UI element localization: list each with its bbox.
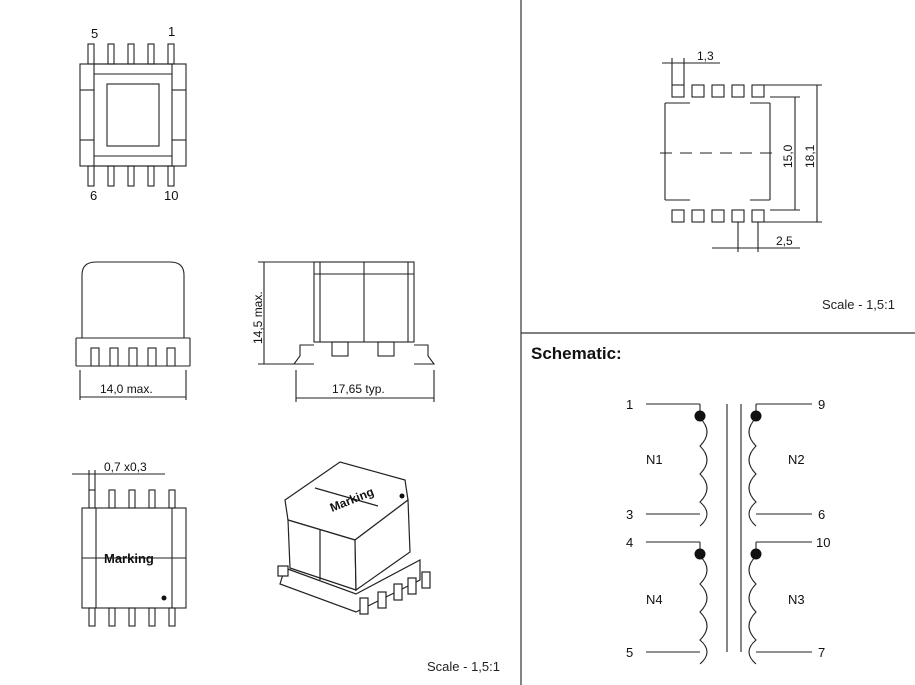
dim-pitch: 2,5	[776, 234, 793, 248]
dim-inner: 15,0	[781, 144, 795, 168]
schematic	[646, 403, 812, 665]
dim-height: 14,5 max.	[251, 291, 265, 344]
isometric-view	[277, 461, 431, 615]
pin-label-6: 6	[90, 188, 97, 203]
dot-n2	[750, 410, 762, 422]
pin-label-10: 10	[164, 188, 178, 203]
dot-n4	[694, 548, 706, 560]
footprint	[660, 58, 822, 252]
bottom-view	[72, 470, 187, 627]
dim-lead: 0,7 x0,3	[104, 460, 147, 474]
side-view	[258, 261, 436, 402]
pin-label-1: 1	[168, 24, 175, 39]
pin-5: 5	[626, 645, 633, 660]
dim-pad: 1,3	[697, 49, 714, 63]
marking-label: Marking	[104, 551, 154, 566]
pin-9: 9	[818, 397, 825, 412]
pin-10: 10	[816, 535, 830, 550]
iso-pin1-dot	[399, 493, 405, 499]
front-view	[75, 261, 191, 400]
scale-footprint: Scale - 1,5:1	[822, 297, 895, 312]
pin-1: 1	[626, 397, 633, 412]
dim-length: 17,65 typ.	[332, 382, 385, 396]
pin-3: 3	[626, 507, 633, 522]
winding-n2: N2	[788, 452, 805, 467]
winding-n3: N3	[788, 592, 805, 607]
pin1-dot	[161, 595, 167, 601]
pin-label-5: 5	[91, 26, 98, 41]
top-view	[79, 43, 187, 187]
dim-outer: 18,1	[803, 144, 817, 168]
pin-4: 4	[626, 535, 633, 550]
schematic-title: Schematic:	[531, 344, 622, 363]
winding-n1: N1	[646, 452, 663, 467]
dim-width: 14,0 max.	[100, 382, 153, 396]
dot-n3	[750, 548, 762, 560]
pin-7: 7	[818, 645, 825, 660]
pin-6: 6	[818, 507, 825, 522]
winding-n4: N4	[646, 592, 663, 607]
dot-n1	[694, 410, 706, 422]
scale-drawing: Scale - 1,5:1	[427, 659, 500, 674]
